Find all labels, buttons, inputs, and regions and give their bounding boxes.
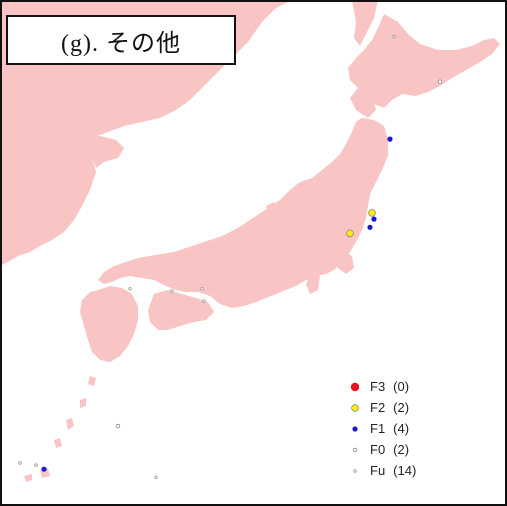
noto-peninsula [240, 226, 254, 244]
legend-symbol [345, 377, 365, 397]
marker-f0-6 [437, 79, 443, 84]
okinawa-islands [66, 418, 74, 430]
legend-item-f3: F3 (0) [345, 376, 465, 397]
legend-symbol [345, 461, 365, 481]
honshu [98, 118, 388, 308]
sakhalin [352, 0, 378, 46]
marker-fu-14 [34, 463, 38, 467]
hokkaido-southwest [350, 88, 376, 118]
marker-fu-8 [392, 34, 396, 39]
legend-count: (2) [393, 442, 410, 457]
marker-fu-15 [154, 475, 158, 480]
marker-fu-9 [128, 287, 132, 291]
legend-symbol [345, 440, 365, 460]
marker-fu-10 [170, 289, 174, 293]
legend-count: (4) [393, 421, 410, 436]
kyushu [80, 286, 138, 362]
ryukyu-island-3 [54, 438, 62, 448]
marker-fu-13 [18, 461, 22, 465]
legend-label: Fu [370, 463, 386, 478]
legend-item-f1: F1 (4) [345, 418, 465, 439]
legend-item-f0: F0 (2) [345, 439, 465, 460]
legend: F3 (0) F2 (2) F1 (4) F0 (2) Fu (14) [345, 376, 465, 481]
marker-f1-3 [371, 216, 377, 222]
legend-label: F0 [370, 442, 386, 457]
legend-label: F1 [370, 421, 386, 436]
izu-peninsula [306, 270, 320, 294]
legend-item-f2: F2 (2) [345, 397, 465, 418]
legend-count: (2) [393, 400, 410, 415]
hokkaido [348, 14, 500, 108]
marker-f1-5 [41, 466, 47, 472]
legend-symbol [345, 419, 365, 439]
korea-north-coast [40, 136, 124, 168]
marker-f1-2 [387, 136, 393, 142]
map-title: (g). その他 [61, 30, 181, 57]
legend-symbol [345, 398, 365, 418]
amami-islands [88, 376, 96, 386]
marker-f1-4 [367, 224, 373, 230]
legend-label: F3 [370, 379, 386, 394]
marker-fu-12 [202, 299, 206, 303]
sado-island [266, 202, 278, 214]
korea-peninsula [0, 146, 96, 266]
shikoku [148, 290, 214, 330]
ryukyu-island-4 [80, 398, 86, 408]
legend-item-fu: Fu (14) [345, 460, 465, 481]
marker-f0-7 [115, 423, 121, 429]
title-box: (g). その他 [6, 15, 236, 65]
marker-f2-0 [368, 209, 376, 217]
ryukyu-island-6 [24, 474, 32, 482]
marker-layer [18, 34, 443, 480]
legend-count: (0) [393, 379, 410, 394]
legend-label: F2 [370, 400, 386, 415]
legend-count: (14) [393, 463, 417, 478]
marker-f2-1 [346, 229, 354, 238]
marker-fu-11 [200, 287, 204, 291]
boso-peninsula [336, 250, 354, 274]
